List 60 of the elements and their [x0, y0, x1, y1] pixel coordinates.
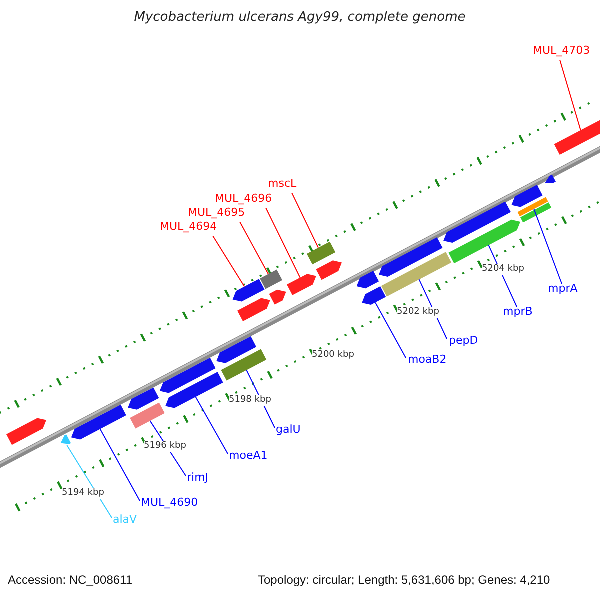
scale-label: 5194 kbp	[62, 488, 104, 499]
gene-feature	[166, 372, 224, 408]
gene-feature	[128, 388, 160, 410]
leader-line	[560, 60, 582, 131]
gene-label: MUL_4694	[160, 220, 218, 234]
gene-feature	[356, 271, 380, 289]
gene-label: mprA	[548, 282, 578, 296]
gene-block	[518, 197, 548, 217]
scale-label: 5200 kbp	[312, 350, 354, 361]
gene-block	[520, 202, 552, 223]
leader-line	[240, 222, 269, 275]
gene-feature	[216, 336, 256, 364]
leader-line	[100, 428, 140, 502]
scale-label: 5204 kbp	[482, 264, 524, 275]
gene-block	[381, 252, 452, 297]
footer-text: Topology: circular; Length: 5,631,606 bp; Genes: 4,210	[258, 573, 550, 588]
gene-feature	[444, 202, 511, 243]
gene-feature	[238, 298, 270, 322]
gene-label: moeA1	[229, 449, 268, 462]
leader-line	[266, 208, 301, 278]
gene-block	[260, 270, 282, 290]
gene-feature	[554, 120, 600, 155]
gene-feature	[232, 279, 265, 302]
gene-label: galU	[276, 423, 301, 436]
leader-line	[375, 302, 406, 358]
gene-label: moaB2	[408, 353, 447, 366]
gene-label: MUL_4703	[533, 44, 590, 58]
gene-label: alaV	[113, 513, 138, 526]
gene-label: pepD	[449, 334, 478, 348]
gene-label: MUL_4696	[215, 192, 272, 206]
gene-feature	[512, 185, 543, 208]
gene-feature	[379, 238, 443, 277]
gene-feature	[60, 434, 72, 444]
gene-label: MUL_4690	[141, 496, 198, 510]
footer-text: Accession: NC_008611	[8, 573, 133, 588]
diagram-title: Mycobacterium ulcerans Agy99, complete genome	[133, 10, 467, 26]
gene-block	[307, 242, 336, 265]
scale-label: 5202 kbp	[397, 307, 440, 318]
scale-label: 5196 kbp	[144, 441, 186, 452]
gene-feature	[316, 260, 342, 280]
gene-feature	[287, 274, 316, 296]
gene-label: mscL	[268, 177, 297, 190]
scale-label: 5198 kbp	[229, 395, 272, 406]
leader-line	[66, 445, 112, 518]
gene-feature	[160, 358, 216, 394]
gene-block	[130, 402, 165, 429]
leader-line	[534, 208, 562, 284]
gene-feature	[545, 174, 556, 184]
gene-block	[221, 349, 267, 381]
gene-label: MUL_4695	[188, 206, 246, 220]
gene-feature	[448, 220, 520, 264]
gene-feature	[71, 404, 126, 440]
gene-label: mprB	[503, 305, 533, 318]
gene-feature	[362, 286, 386, 305]
gene-feature	[269, 290, 286, 305]
leader-line	[212, 236, 246, 288]
gene-feature	[6, 418, 46, 446]
gene-label: rimJ	[187, 471, 209, 484]
leader-line	[195, 396, 228, 454]
leader-line	[292, 192, 319, 248]
